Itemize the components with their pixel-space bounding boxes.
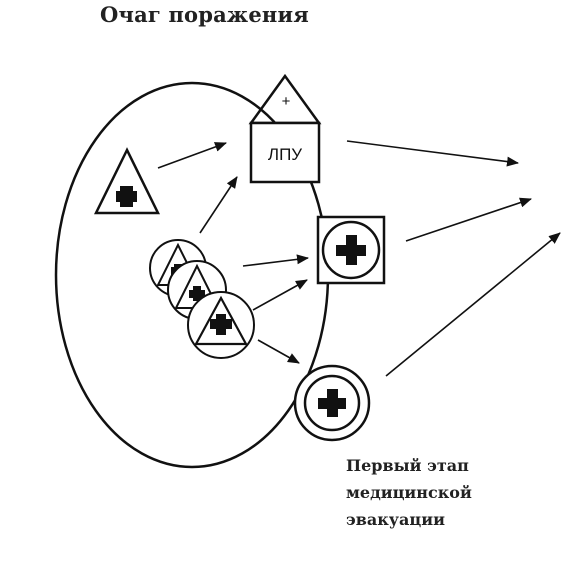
caption-line-2: медицинской — [346, 483, 472, 502]
medical-post-square-icon — [316, 215, 386, 285]
medical-detachment-circle-icon — [293, 364, 371, 442]
lpu-hospital-icon — [248, 73, 322, 184]
arrow-stack-to-detachment — [257, 339, 300, 364]
arrow-stack-to-lpu — [199, 176, 238, 234]
lpu-plus-sign: + — [281, 93, 291, 110]
medical-unit-triangle-icon — [93, 147, 161, 215]
arrow-post-out — [405, 197, 532, 242]
arrow-stack-to-post-2 — [252, 279, 308, 311]
arrow-detachment-out — [385, 232, 561, 377]
diagram-title: Очаг поражения — [100, 2, 309, 27]
mobile-unit-stack-icon — [149, 239, 255, 359]
evacuation-arrows — [157, 140, 561, 377]
lpu-label: ЛПУ — [267, 145, 303, 164]
caption-line-1: Первый этап — [346, 456, 469, 475]
arrow-stack-to-post — [242, 254, 309, 267]
arrow-lpu-out — [346, 140, 519, 167]
arrow-triangle-to-lpu — [157, 142, 227, 169]
caption-line-3: эвакуации — [346, 510, 445, 529]
stage-caption: Первый этап медицинской эвакуации — [346, 452, 472, 533]
